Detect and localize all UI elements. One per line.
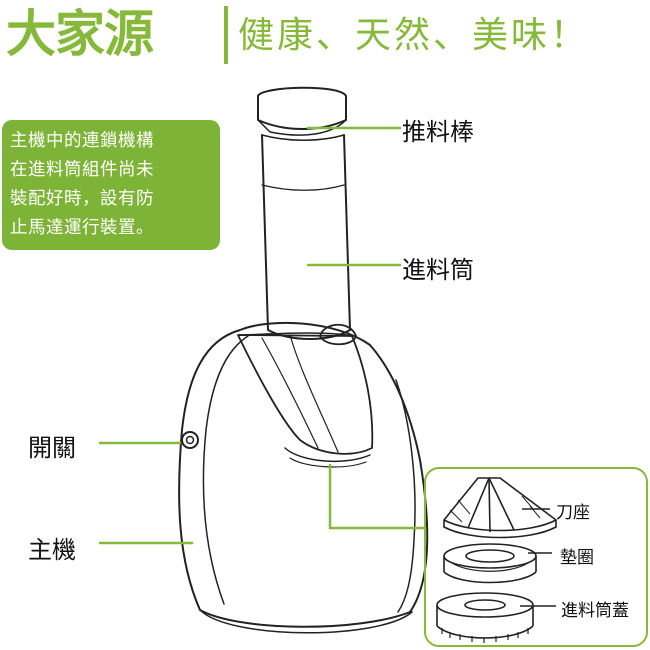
pusher — [257, 86, 347, 130]
slogan: 健康、天然、美味！ — [238, 15, 590, 56]
info-line: 主機中的連鎖機構 — [10, 131, 154, 151]
power-switch-knob — [181, 431, 199, 449]
header-divider — [224, 6, 228, 64]
main-body-inner-curve — [202, 335, 249, 605]
label-blade-seat: 刀座 — [556, 503, 590, 523]
label-feed-tube: 進料筒 — [402, 256, 474, 284]
gasket-part — [443, 543, 537, 584]
base-edge — [199, 609, 413, 634]
label-gasket: 墊圈 — [560, 548, 594, 568]
label-tube-cover: 進料筒蓋 — [561, 601, 629, 621]
chute-cone — [237, 334, 374, 455]
label-pusher: 推料棒 — [402, 118, 474, 146]
brand-logo: 大家源 — [6, 5, 154, 63]
leader-blade-assembly — [328, 463, 427, 530]
label-switch: 開關 — [28, 434, 76, 462]
blade-seat-part — [443, 477, 557, 539]
info-box: 主機中的連鎖機構 在進料筒組件尚未 裝配好時，設有防 止馬達運行裝置。 — [2, 120, 220, 250]
main-body-outline — [178, 321, 429, 628]
feed-tube — [261, 134, 351, 340]
accessory-box — [424, 467, 648, 647]
main-body-side — [395, 379, 416, 613]
tube-cover-part — [436, 592, 534, 643]
info-line: 在進料筒組件尚未 — [10, 160, 154, 180]
label-main-unit: 主機 — [28, 536, 76, 564]
info-line: 裝配好時，設有防 — [10, 189, 154, 209]
chute-knob — [319, 323, 357, 346]
info-line: 止馬達運行裝置。 — [10, 218, 154, 238]
header: 大家源 健康、天然、美味！ — [0, 0, 650, 70]
outlet-band — [284, 447, 371, 463]
